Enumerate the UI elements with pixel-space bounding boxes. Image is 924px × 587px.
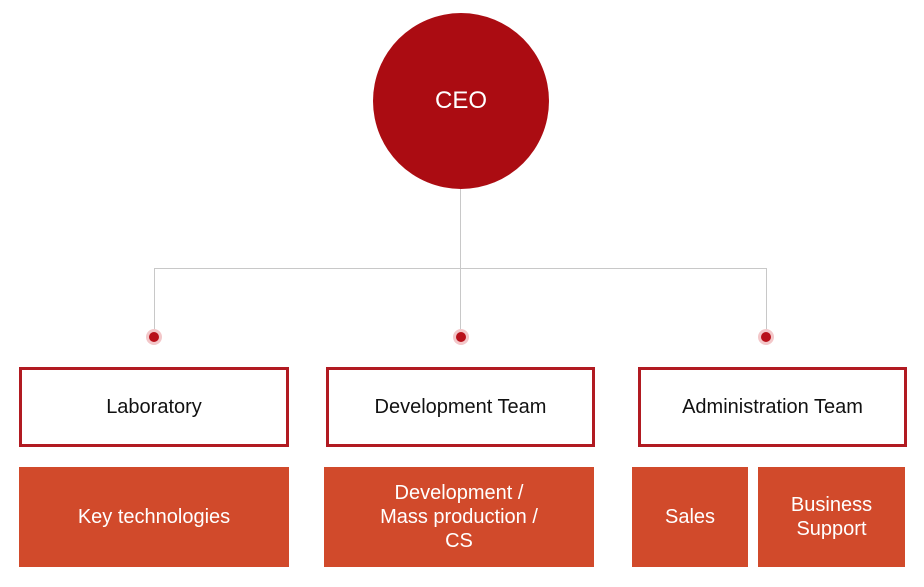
unit-development-mass-production-cs: Development / Mass production / CS: [324, 467, 594, 567]
ceo-label: CEO: [434, 87, 487, 114]
unit-sales: Sales: [632, 467, 748, 567]
connector-ceo-vertical: [460, 189, 461, 269]
team-administration: Administration Team: [638, 367, 907, 447]
unit-key-technologies: Key technologies: [19, 467, 289, 567]
connector-administration: [766, 268, 767, 332]
team-laboratory: Laboratory: [19, 367, 289, 447]
team-administration-label: Administration Team: [682, 395, 863, 418]
unit-business-support-label: Business Support: [790, 494, 873, 540]
node-dot-laboratory: [149, 332, 159, 342]
team-development: Development Team: [326, 367, 595, 447]
node-dot-development: [456, 332, 466, 342]
unit-key-technologies-label: Key technologies: [77, 506, 231, 528]
ceo-node: CEO: [373, 13, 549, 189]
unit-sales-label: Sales: [664, 506, 716, 528]
team-laboratory-label: Laboratory: [106, 395, 202, 418]
connector-development: [460, 268, 461, 332]
team-development-label: Development Team: [374, 395, 547, 418]
unit-development-label: Development / Mass production / CS: [380, 482, 538, 552]
connector-laboratory: [154, 268, 155, 332]
node-dot-administration: [761, 332, 771, 342]
unit-business-support: Business Support: [758, 467, 905, 567]
